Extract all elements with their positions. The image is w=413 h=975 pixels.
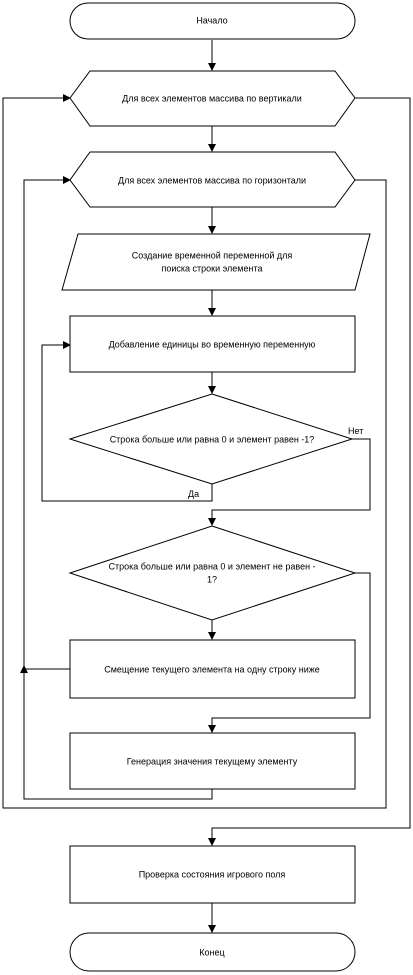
node-shift: Смещение текущего элемента на одну строк… — [69, 639, 356, 699]
arrow-cond2-to-generate — [208, 572, 371, 733]
loop-limit-vertical — [69, 70, 356, 127]
arrow-cond1-no — [208, 438, 371, 526]
loop-vertical-label: Для всех элементов массива по вертикали — [122, 93, 302, 103]
loop-limit-horizontal — [69, 151, 356, 208]
node-loop-horizontal: Для всех элементов массива по горизонтал… — [69, 151, 356, 208]
cond2-label-line1: Строка больше или равна 0 и элемент не р… — [108, 561, 315, 571]
end-label: Конец — [199, 947, 224, 957]
process-check — [69, 845, 356, 904]
cond2-label-line2: 1? — [207, 574, 217, 584]
start-label: Начало — [196, 15, 227, 25]
add-one-label: Добавление единицы во временную переменн… — [109, 339, 316, 349]
arrow-looph-exit-to-loopv — [2, 94, 387, 809]
arrow-generate-to-looph — [23, 176, 213, 800]
decision-cond2 — [68, 525, 357, 621]
generate-label: Генерация значения текущему элементу — [127, 756, 298, 766]
connectors — [2, 40, 411, 933]
cond1-label: Строка больше или равна 0 и элемент раве… — [110, 434, 315, 444]
decision-cond1 — [68, 393, 354, 485]
node-add-one: Добавление единицы во временную переменн… — [69, 315, 356, 373]
terminator-start — [69, 2, 356, 40]
terminator-end — [69, 932, 356, 972]
node-end: Конец — [69, 932, 356, 972]
node-generate: Генерация значения текущему элементу — [69, 732, 356, 790]
node-check: Проверка состояния игрового поля — [69, 845, 356, 904]
io-create-temp — [61, 233, 371, 291]
process-add-one — [69, 315, 356, 373]
process-generate — [69, 732, 356, 790]
edge-label-yes: Да — [188, 489, 199, 499]
check-label: Проверка состояния игрового поля — [139, 869, 286, 879]
node-create-temp: Создание временной переменной для поиска… — [61, 233, 371, 291]
arrow-loopv-exit-to-check — [208, 97, 411, 846]
process-shift — [69, 639, 356, 699]
shift-label: Смещение текущего элемента на одну строк… — [104, 664, 320, 674]
edge-label-no: Нет — [348, 426, 363, 436]
loop-horizontal-label: Для всех элементов массива по горизонтал… — [118, 175, 306, 185]
arrow-cond1-yes-loop — [41, 341, 213, 502]
create-temp-label-line2: поиска строки элемента — [162, 263, 263, 273]
node-cond2: Строка больше или равна 0 и элемент не р… — [68, 525, 357, 621]
line-shift-left — [23, 668, 70, 670]
create-temp-label-line1: Создание временной переменной для — [132, 250, 293, 260]
node-start: Начало — [69, 2, 356, 40]
node-cond1: Строка больше или равна 0 и элемент раве… — [68, 393, 354, 485]
node-loop-vertical: Для всех элементов массива по вертикали — [69, 70, 356, 127]
